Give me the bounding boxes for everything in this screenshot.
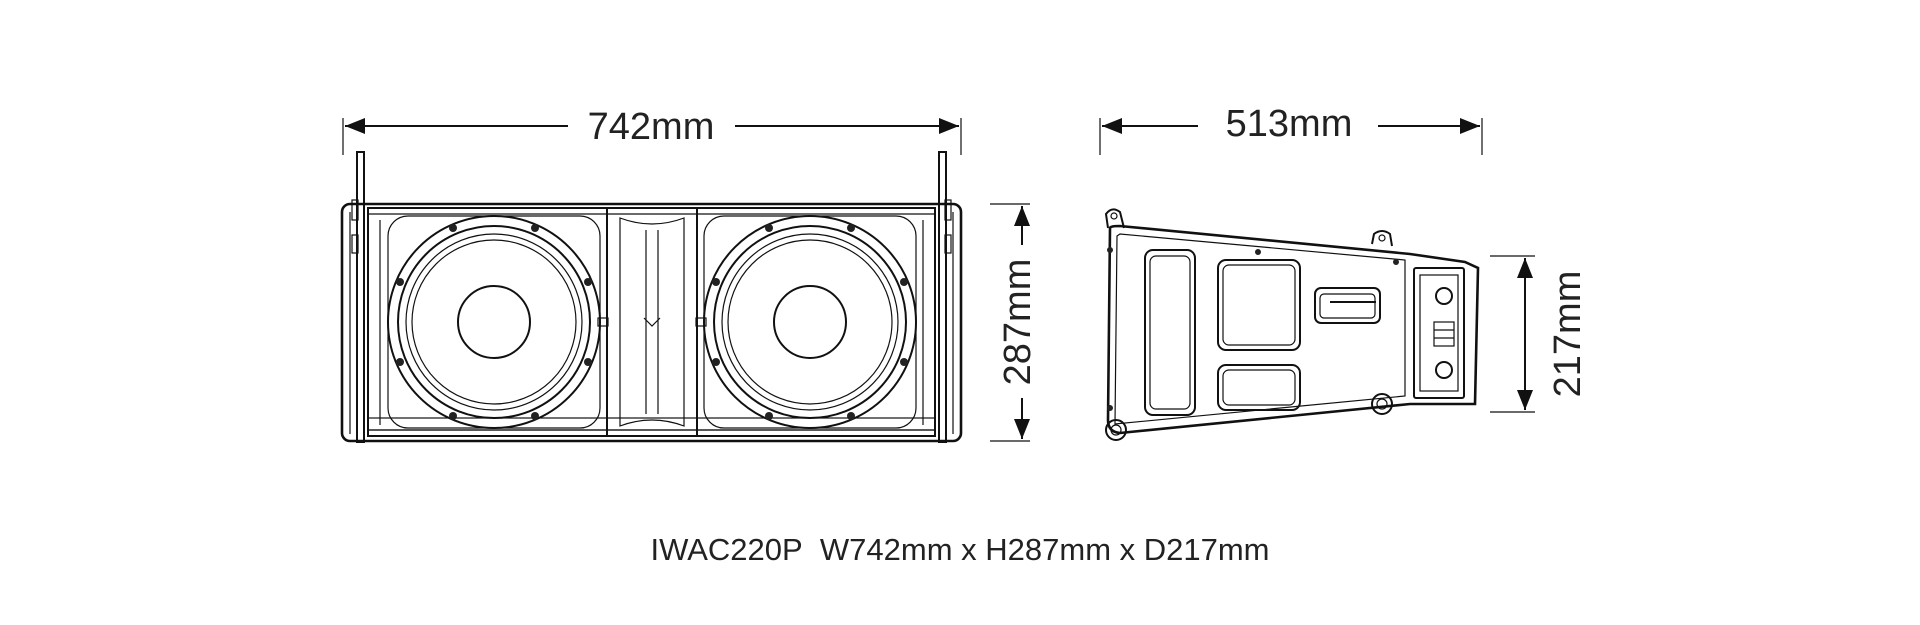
side-height-dimension: 217mm xyxy=(1490,255,1589,413)
depth-label: 513mm xyxy=(1226,103,1353,145)
side-view: 513mm 217mm xyxy=(1099,103,1589,441)
amplifier-panel xyxy=(1413,267,1465,399)
front-view: 742mm 287mm xyxy=(340,106,1039,443)
depth-dimension: 513mm xyxy=(1099,103,1483,155)
model-dimensions: W742mm x H287mm x D217mm xyxy=(819,532,1270,567)
woofer-left xyxy=(387,215,601,429)
woofer-right xyxy=(703,215,917,429)
side-height-label: 217mm xyxy=(1547,271,1589,398)
rigging-bar-right xyxy=(938,151,952,443)
cabinet-front xyxy=(340,202,963,443)
width-label: 742mm xyxy=(588,106,715,148)
center-horn xyxy=(597,207,707,437)
model-caption: IWAC220P W742mm x H287mm x D217mm xyxy=(0,532,1920,568)
rigging-bar-left xyxy=(351,151,365,443)
height-label: 287mm xyxy=(997,259,1039,386)
width-dimension: 742mm xyxy=(342,106,962,155)
height-dimension: 287mm xyxy=(990,203,1039,442)
model-name: IWAC220P xyxy=(650,532,803,567)
cabinet-side xyxy=(1104,208,1480,441)
